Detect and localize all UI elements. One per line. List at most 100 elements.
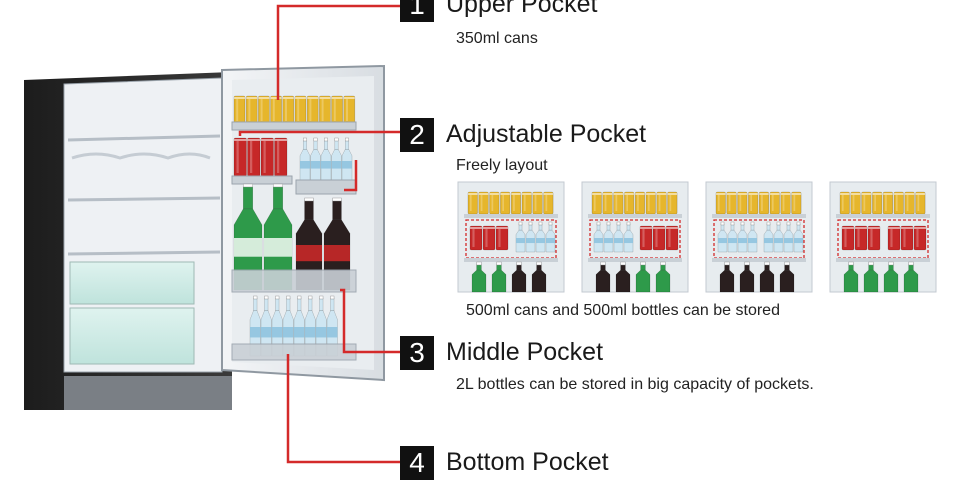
callout-1-title: Upper Pocket (446, 0, 598, 18)
thumb-gold-can (715, 191, 726, 215)
thumb-gold-can (478, 191, 489, 215)
upper-can (233, 95, 246, 125)
thumb-gold-can (748, 191, 759, 215)
thumb-water-bottle (593, 221, 604, 253)
thumb-gold-can (780, 191, 791, 215)
thumb-gold-can (624, 191, 635, 215)
thumb-big-bottle (511, 261, 527, 293)
callout-4-title: Bottom Pocket (446, 448, 609, 476)
thumb-big-bottle (655, 261, 671, 293)
thumb-big-bottle (903, 261, 919, 293)
thumb-red-can (495, 225, 509, 251)
thumb-gold-can (839, 191, 850, 215)
thumb-gold-can (791, 191, 802, 215)
thumb-water-bottle (515, 221, 526, 253)
thumb-gold-can (532, 191, 543, 215)
thumb-big-bottle (719, 261, 735, 293)
thumb-gold-can (861, 191, 872, 215)
layout-thumbnail (705, 181, 813, 293)
adjustable-red-can (274, 137, 288, 177)
callout-3-title: Middle Pocket (446, 338, 604, 366)
thumb-water-bottle (525, 221, 536, 253)
thumb-water-bottle (717, 221, 728, 253)
thumb-gold-can (634, 191, 646, 215)
thumb-gold-can (726, 191, 737, 215)
thumb-gold-can (467, 191, 478, 215)
thumb-red-can (867, 225, 881, 251)
leader-line-2 (238, 130, 400, 136)
adjustable-red-can (260, 137, 274, 177)
thumb-water-bottle (793, 221, 804, 253)
thumb-red-can (639, 225, 653, 251)
leader-line-2-tray (344, 160, 358, 192)
upper-can (319, 95, 331, 125)
thumb-gold-can (769, 191, 780, 215)
thumb-gold-can (893, 191, 904, 215)
thumb-red-can (900, 225, 914, 251)
upper-can (343, 95, 356, 125)
upper-pocket-shelf (231, 121, 357, 131)
callout-4-number: 4 (400, 446, 434, 480)
upper-can (245, 95, 258, 125)
thumb-gold-can (500, 191, 511, 215)
upper-can (270, 95, 282, 125)
thumb-gold-can (915, 191, 926, 215)
callout-1-number: 1 (400, 0, 434, 22)
thumb-gold-can (850, 191, 861, 215)
thumb-red-can (469, 225, 483, 251)
thumb-gold-can (645, 191, 656, 215)
upper-can (294, 95, 307, 125)
layout-thumbnails (457, 181, 937, 293)
layout-thumbnail (581, 181, 689, 293)
callout-3-description: 2L bottles can be stored in big capacity… (456, 376, 814, 393)
thumb-big-bottle (863, 261, 879, 293)
thumb-red-can (913, 225, 927, 251)
thumb-water-bottle (737, 221, 748, 253)
thumb-gold-can (510, 191, 522, 215)
thumb-water-bottle (783, 221, 794, 253)
thumb-big-bottle (491, 261, 507, 293)
layout-thumbnail (829, 181, 937, 293)
thumb-gold-can (543, 191, 554, 215)
thumb-water-bottle (535, 221, 546, 253)
thumb-water-bottle (763, 221, 774, 253)
thumb-big-bottle (883, 261, 899, 293)
upper-can (282, 95, 295, 125)
callout-3-number: 3 (400, 336, 434, 370)
thumb-water-bottle (545, 221, 556, 253)
adjustable-red-can (247, 137, 261, 177)
thumb-gold-can (591, 191, 602, 215)
adjustable-water-bottle (320, 137, 332, 183)
thumb-gold-can (758, 191, 770, 215)
thumb-big-bottle (595, 261, 611, 293)
thumb-gold-can (656, 191, 667, 215)
fridge-cabinet (24, 72, 232, 410)
thumb-big-bottle (779, 261, 795, 293)
middle-pocket-shelf (231, 269, 357, 293)
callout-2-description: Freely layout (456, 157, 548, 174)
thumb-red-can (841, 225, 855, 251)
upper-can (306, 95, 319, 125)
thumb-big-bottle (531, 261, 547, 293)
layouts-caption: 500ml cans and 500ml bottles can be stor… (466, 302, 780, 319)
layout-thumbnail (457, 181, 565, 293)
callout-2-title: Adjustable Pocket (446, 120, 647, 148)
thumb-big-bottle (739, 261, 755, 293)
upper-can (331, 95, 343, 125)
thumb-gold-can (667, 191, 678, 215)
leader-line-3 (340, 288, 400, 354)
thumb-red-can (652, 225, 666, 251)
thumb-gold-can (602, 191, 613, 215)
thumb-big-bottle (843, 261, 859, 293)
adjustable-pocket-shelf (231, 175, 293, 185)
thumb-big-bottle (635, 261, 651, 293)
thumb-red-can (482, 225, 496, 251)
thumb-water-bottle (613, 221, 624, 253)
adjustable-pocket-red-cans (233, 137, 288, 177)
thumb-gold-can (521, 191, 532, 215)
thumb-water-bottle (747, 221, 758, 253)
thumb-gold-can (613, 191, 624, 215)
thumb-water-bottle (603, 221, 614, 253)
